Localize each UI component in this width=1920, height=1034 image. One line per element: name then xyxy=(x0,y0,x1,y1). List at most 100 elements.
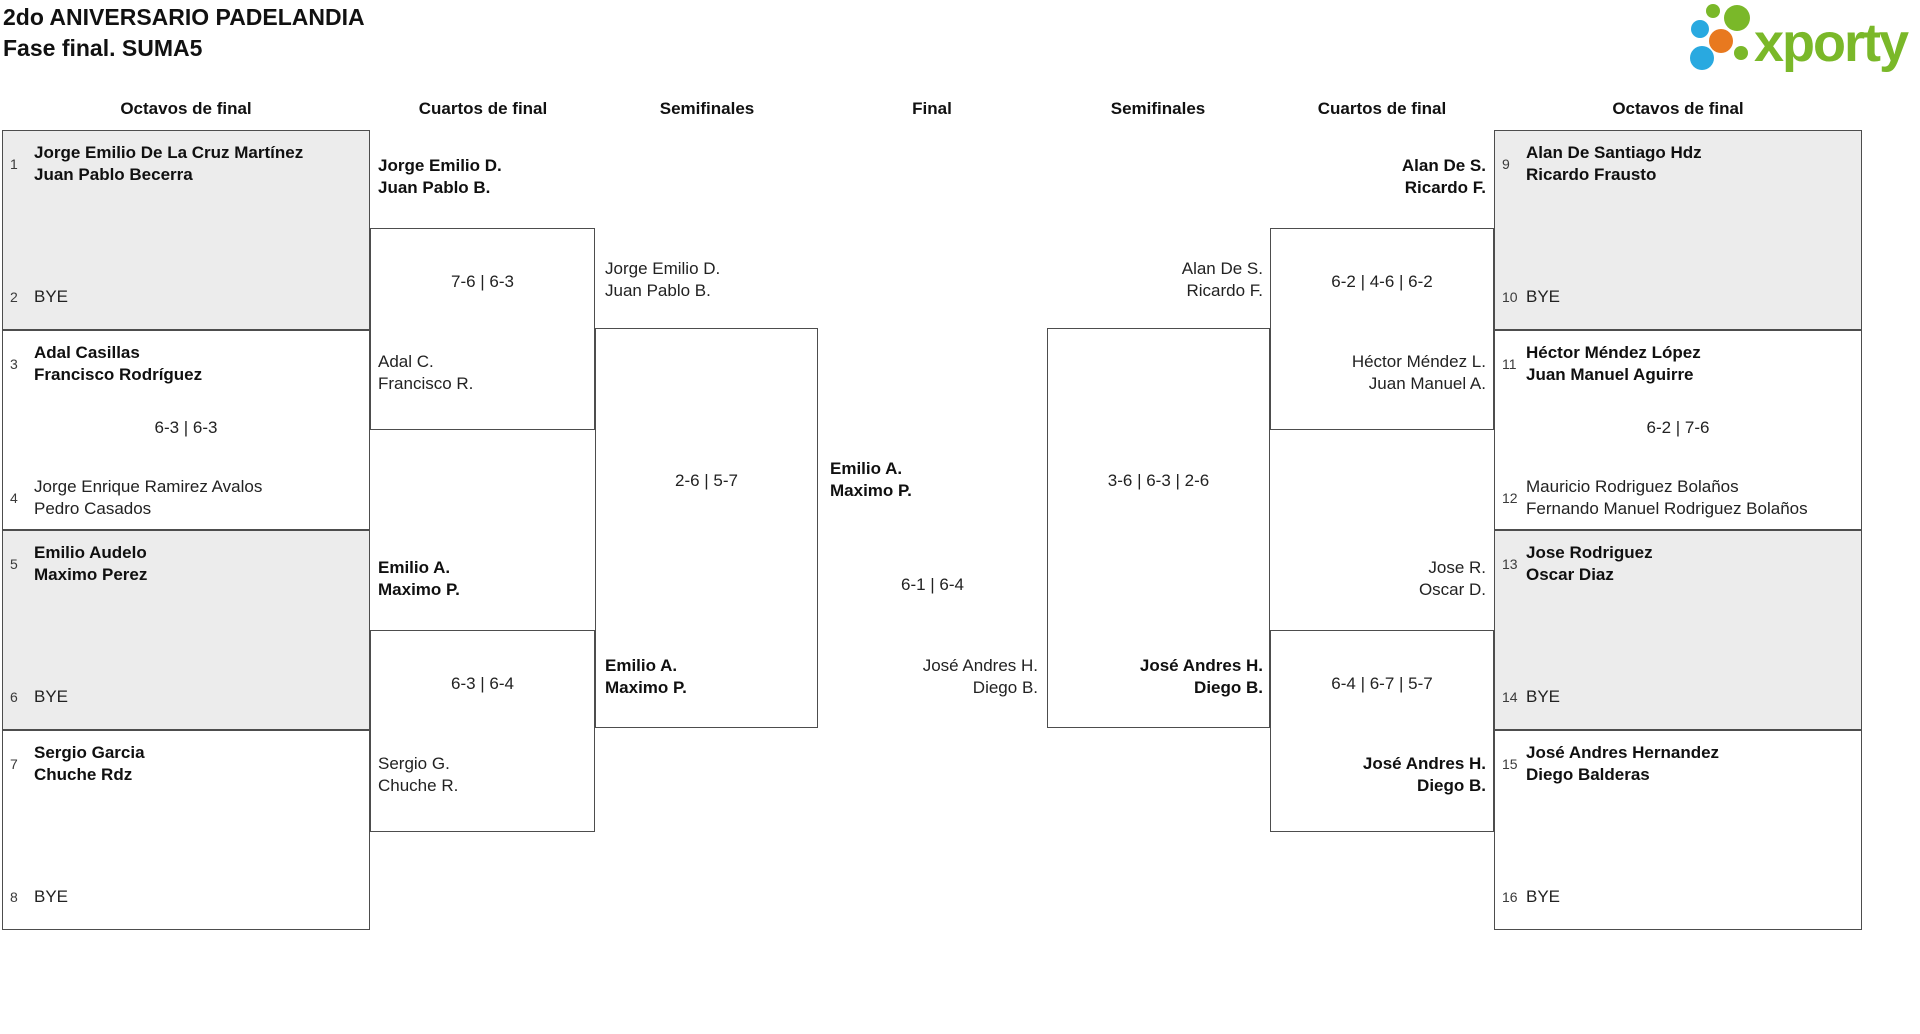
team-name: Juan Pablo B. xyxy=(378,178,491,197)
phase-subtitle: Fase final. SUMA5 xyxy=(3,35,203,61)
team-name: Oscar Diaz xyxy=(1526,565,1614,584)
team-name: Ricardo Frausto xyxy=(1526,165,1657,184)
match-score: 7-6 | 6-3 xyxy=(450,272,514,291)
team-name: Alan De Santiago Hdz xyxy=(1526,143,1702,162)
octavos-left-match-1-box: 1 Jorge Emilio De La Cruz Martínez Juan … xyxy=(2,130,370,330)
team-name: Jorge Emilio D. xyxy=(378,156,502,175)
team-name: Maximo P. xyxy=(605,678,687,697)
semifinal-left-team-top: Jorge Emilio D. Juan Pablo B. xyxy=(605,258,720,302)
logo-dot-orange xyxy=(1709,29,1733,53)
team-name: Jorge Enrique Ramirez Avalos xyxy=(34,477,263,496)
final-loser: José Andres H. Diego B. xyxy=(923,655,1038,699)
team-name: BYE xyxy=(1526,687,1561,706)
seed-number: 12 xyxy=(1502,490,1518,506)
final-winner: Emilio A. Maximo P. xyxy=(830,458,912,502)
xporty-logo-graphic: xporty xyxy=(1690,4,1911,72)
team-name: BYE xyxy=(1526,887,1561,906)
semifinal-right-team-top: Alan De S. Ricardo F. xyxy=(1182,258,1263,302)
round-header-cuartos-left: Cuartos de final xyxy=(418,99,548,118)
team-name: Francisco Rodríguez xyxy=(34,365,203,384)
octavos-right-match-4-box: 15 José Andres Hernandez Diego Balderas … xyxy=(1494,730,1862,930)
team-name: Maximo Perez xyxy=(34,565,148,584)
team-entry-seed-13: 13 Jose Rodriguez Oscar Diaz xyxy=(1502,542,1858,586)
team-name: José Andres H. xyxy=(1362,754,1486,773)
team-name: Emilio A. xyxy=(378,558,451,577)
page-title: 2do ANIVERSARIO PADELANDIA Fase final. S… xyxy=(3,2,365,64)
match-score: 6-2 | 4-6 | 6-2 xyxy=(1331,272,1433,291)
team-name: BYE xyxy=(34,687,69,706)
round-header-octavos-left: Octavos de final xyxy=(120,99,252,118)
team-entry-seed-1: 1 Jorge Emilio De La Cruz Martínez Juan … xyxy=(10,142,366,186)
seed-number: 11 xyxy=(1502,356,1517,372)
team-name: José Andres Hernandez xyxy=(1526,743,1720,762)
tournament-title: 2do ANIVERSARIO PADELANDIA xyxy=(3,4,365,30)
match-score: 6-4 | 6-7 | 5-7 xyxy=(1331,674,1433,693)
team-entry-seed-4: 4 Jorge Enrique Ramirez Avalos Pedro Cas… xyxy=(10,476,366,520)
team-name: Juan Manuel A. xyxy=(1368,374,1486,393)
match-score: 3-6 | 6-3 | 2-6 xyxy=(1107,471,1210,490)
octavos-left-match-3-box: 5 Emilio Audelo Maximo Perez 6 BYE xyxy=(2,530,370,730)
team-name: Fernando Manuel Rodriguez Bolaños xyxy=(1526,499,1808,518)
seed-number: 9 xyxy=(1502,156,1510,172)
round-header-octavos-right: Octavos de final xyxy=(1612,99,1744,118)
team-name: José Andres H. xyxy=(922,656,1038,675)
team-name: Oscar D. xyxy=(1418,580,1486,599)
team-name: Jorge Emilio D. xyxy=(605,259,721,278)
semifinal-left-box: 2-6 | 5-7 xyxy=(595,328,818,728)
octavos-right-match-3-box: 13 Jose Rodriguez Oscar Diaz 14 BYE xyxy=(1494,530,1862,730)
cuartos-right-match-1-box: 6-2 | 4-6 | 6-2 xyxy=(1270,228,1494,430)
team-entry-seed-9: 9 Alan De Santiago Hdz Ricardo Frausto xyxy=(1502,142,1858,186)
team-name: Juan Pablo B. xyxy=(605,281,711,300)
team-name: BYE xyxy=(34,287,69,306)
team-name: Emilio Audelo xyxy=(34,543,147,562)
team-entry-seed-14: 14 BYE xyxy=(1502,686,1858,708)
round-header-final: Final xyxy=(912,99,952,118)
round-header-semis-right: Semifinales xyxy=(1110,99,1206,118)
team-name: Maximo P. xyxy=(378,580,460,599)
team-entry-seed-6: 6 BYE xyxy=(10,686,366,708)
logo-dot-blue-small xyxy=(1691,20,1709,38)
logo-dot-green-large xyxy=(1724,5,1750,31)
semifinal-right-winner: José Andres H. Diego B. xyxy=(1140,655,1263,699)
team-name: Francisco R. xyxy=(378,374,474,393)
team-name: Juan Pablo Becerra xyxy=(34,165,193,184)
team-name: Maximo P. xyxy=(830,481,912,500)
team-name: Diego B. xyxy=(1194,678,1263,697)
round-header-cuartos-right: Cuartos de final xyxy=(1317,99,1447,118)
cuartos-left-1-loser: Adal C. Francisco R. xyxy=(378,351,473,395)
semifinal-left-winner: Emilio A. Maximo P. xyxy=(605,655,687,699)
cuartos-left-match-2-box: 6-3 | 6-4 xyxy=(370,630,595,832)
team-entry-seed-10: 10 BYE xyxy=(1502,286,1858,308)
team-name: Jose Rodriguez xyxy=(1526,543,1653,562)
xporty-logo[interactable]: xporty xyxy=(1686,2,1918,72)
cuartos-left-2-loser: Sergio G. Chuche R. xyxy=(378,753,458,797)
team-name: Héctor Méndez López xyxy=(1526,343,1701,362)
cuartos-left-match-1-box: 7-6 | 6-3 xyxy=(370,228,595,430)
team-name: Chuche Rdz xyxy=(34,765,133,784)
team-name: José Andres H. xyxy=(1139,656,1263,675)
team-name: Emilio A. xyxy=(605,656,678,675)
team-name: Ricardo F. xyxy=(1186,281,1263,300)
team-name: BYE xyxy=(34,887,69,906)
team-name: Diego B. xyxy=(972,678,1038,697)
seed-number: 7 xyxy=(10,756,18,772)
seed-number: 8 xyxy=(10,889,18,905)
cuartos-left-1-winner: Jorge Emilio D. Juan Pablo B. xyxy=(378,155,502,199)
seed-number: 1 xyxy=(10,156,18,172)
cuartos-left-2-winner: Emilio A. Maximo P. xyxy=(378,557,460,601)
seed-number: 15 xyxy=(1502,756,1518,772)
seed-number: 2 xyxy=(10,289,18,305)
team-entry-seed-11: 11 Héctor Méndez López Juan Manuel Aguir… xyxy=(1502,342,1858,386)
seed-number: 3 xyxy=(10,356,18,372)
team-name: Chuche R. xyxy=(378,776,459,795)
cuartos-right-match-2-box: 6-4 | 6-7 | 5-7 xyxy=(1270,630,1494,832)
team-entry-seed-8: 8 BYE xyxy=(10,886,366,908)
team-name: Adal Casillas xyxy=(34,343,140,362)
match-score: 2-6 | 5-7 xyxy=(674,471,738,490)
octavos-right-match-1-box: 9 Alan De Santiago Hdz Ricardo Frausto 1… xyxy=(1494,130,1862,330)
cuartos-right-2-loser: Jose R. Oscar D. xyxy=(1419,557,1486,601)
team-name: Sergio Garcia xyxy=(34,743,145,762)
logo-dot-blue-large xyxy=(1690,46,1714,70)
match-score: 6-3 | 6-4 xyxy=(450,674,514,693)
team-name: Juan Manuel Aguirre xyxy=(1526,365,1694,384)
